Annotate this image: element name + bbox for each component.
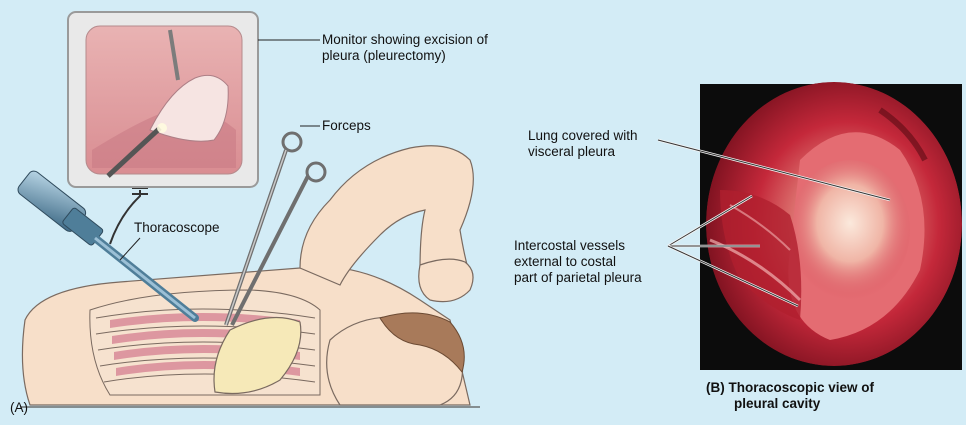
monitor xyxy=(68,12,258,187)
label-thoracoscope: Thoracoscope xyxy=(134,220,220,236)
endoscopic-view xyxy=(700,82,962,370)
caption-panel-b: (B) Thoracoscopic view of pleural cavity xyxy=(706,380,874,412)
label-panel-a: (A) xyxy=(10,400,28,416)
label-intercostal-vessels: Intercostal vessels external to costal p… xyxy=(514,238,642,286)
label-forceps: Forceps xyxy=(322,118,371,134)
label-monitor: Monitor showing excision of pleura (pleu… xyxy=(322,32,488,64)
label-lung: Lung covered with visceral pleura xyxy=(528,128,638,160)
